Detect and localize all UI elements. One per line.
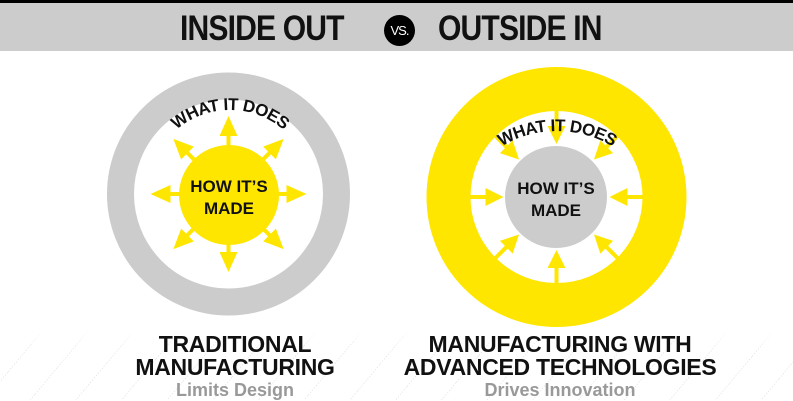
- traditional-caption: TRADITIONAL MANUFACTURING Limits Design: [128, 333, 342, 401]
- outside-in-diagram: WHAT IT DOES HOW IT’S MADE: [426, 67, 687, 327]
- title-banner: INSIDE OUT VS. OUTSIDE IN: [0, 3, 793, 51]
- inside-out-diagram: WHAT IT DOES HOW IT’S MADE: [107, 72, 350, 316]
- caption-subtitle: Drives Innovation: [484, 380, 636, 400]
- caption-line1: MANUFACTURING WITH: [428, 331, 692, 357]
- arrow-icon: [607, 186, 647, 208]
- top-border: [0, 0, 793, 3]
- vs-badge: VS.: [384, 15, 415, 46]
- core-label-line2: MADE: [204, 199, 254, 218]
- what-it-does-ring: [107, 72, 350, 316]
- advanced-caption: MANUFACTURING WITH ADVANCED TECHNOLOGIES…: [400, 333, 720, 401]
- caption-line1: TRADITIONAL: [158, 331, 312, 357]
- core-label-line1: HOW IT’S: [190, 177, 267, 196]
- caption-line2: ADVANCED TECHNOLOGIES: [403, 354, 717, 380]
- how-its-made-core: [179, 145, 279, 245]
- caption-subtitle: Limits Design: [175, 380, 295, 400]
- core-label-line1: HOW IT’S: [517, 179, 594, 198]
- caption-line2: MANUFACTURING: [135, 354, 335, 380]
- core-label-line2: MADE: [531, 201, 581, 220]
- hatch-background: [0, 330, 793, 400]
- how-its-made-core: [505, 146, 607, 248]
- outside-in-title: OUTSIDE IN: [438, 9, 603, 48]
- arrow-icon: [466, 186, 506, 208]
- what-it-does-ring: [426, 67, 687, 327]
- arrow-icon: [545, 248, 568, 287]
- inside-out-title: INSIDE OUT: [180, 9, 345, 48]
